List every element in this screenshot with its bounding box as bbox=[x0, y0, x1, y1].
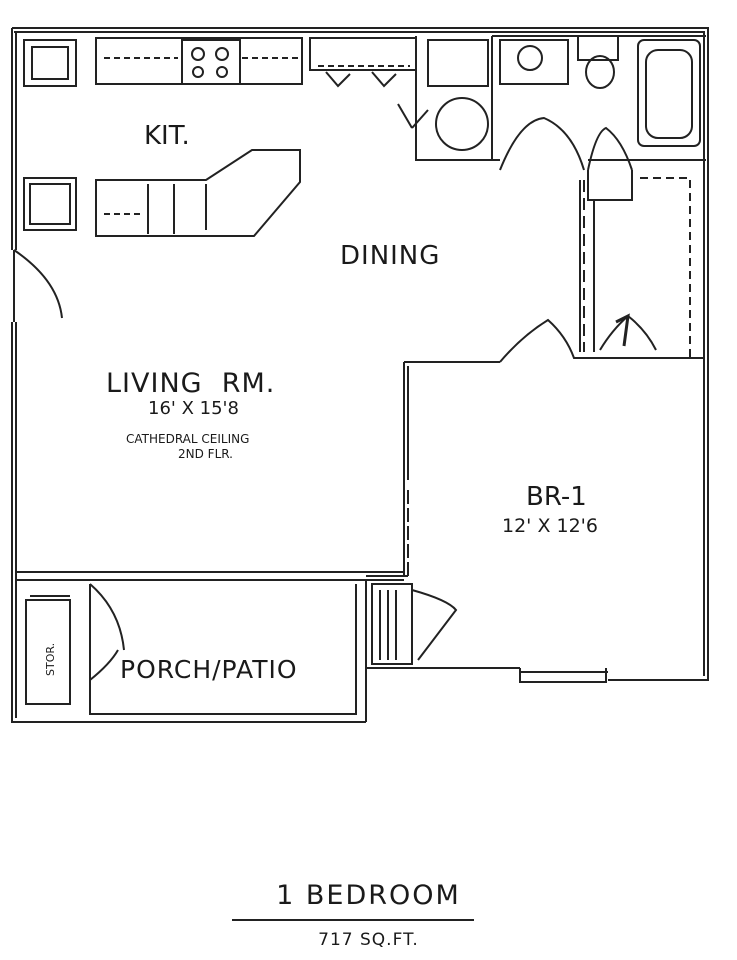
outer-wall bbox=[11, 27, 709, 723]
bedroom-closet bbox=[579, 177, 691, 358]
kitchen-counter bbox=[23, 37, 417, 88]
kitchen-island bbox=[23, 149, 301, 237]
bedroom-wall bbox=[366, 318, 704, 577]
dining-label: DINING bbox=[340, 241, 440, 271]
storage-label: STOR. bbox=[44, 643, 57, 676]
title-underline bbox=[232, 919, 474, 921]
bathroom bbox=[492, 35, 706, 201]
laundry-closet bbox=[397, 36, 493, 161]
living-room-dimensions: 16' X 15'8 bbox=[148, 398, 239, 419]
porch-wall bbox=[16, 571, 607, 715]
entry-door bbox=[13, 249, 63, 322]
floor-note: 2ND FLR. bbox=[178, 447, 233, 461]
kitchen-label: KIT. bbox=[144, 121, 190, 151]
porch-label: PORCH/PATIO bbox=[120, 655, 298, 684]
bedroom-dimensions: 12' X 12'6 bbox=[502, 515, 598, 537]
living-room-label: LIVING RM. bbox=[106, 368, 275, 399]
square-footage: 717 SQ.FT. bbox=[318, 930, 419, 950]
stove bbox=[181, 39, 241, 85]
ceiling-note: CATHEDRAL CEILING bbox=[126, 432, 249, 446]
bedroom-label: BR-1 bbox=[526, 482, 587, 512]
plan-title: 1 BEDROOM bbox=[276, 880, 461, 911]
